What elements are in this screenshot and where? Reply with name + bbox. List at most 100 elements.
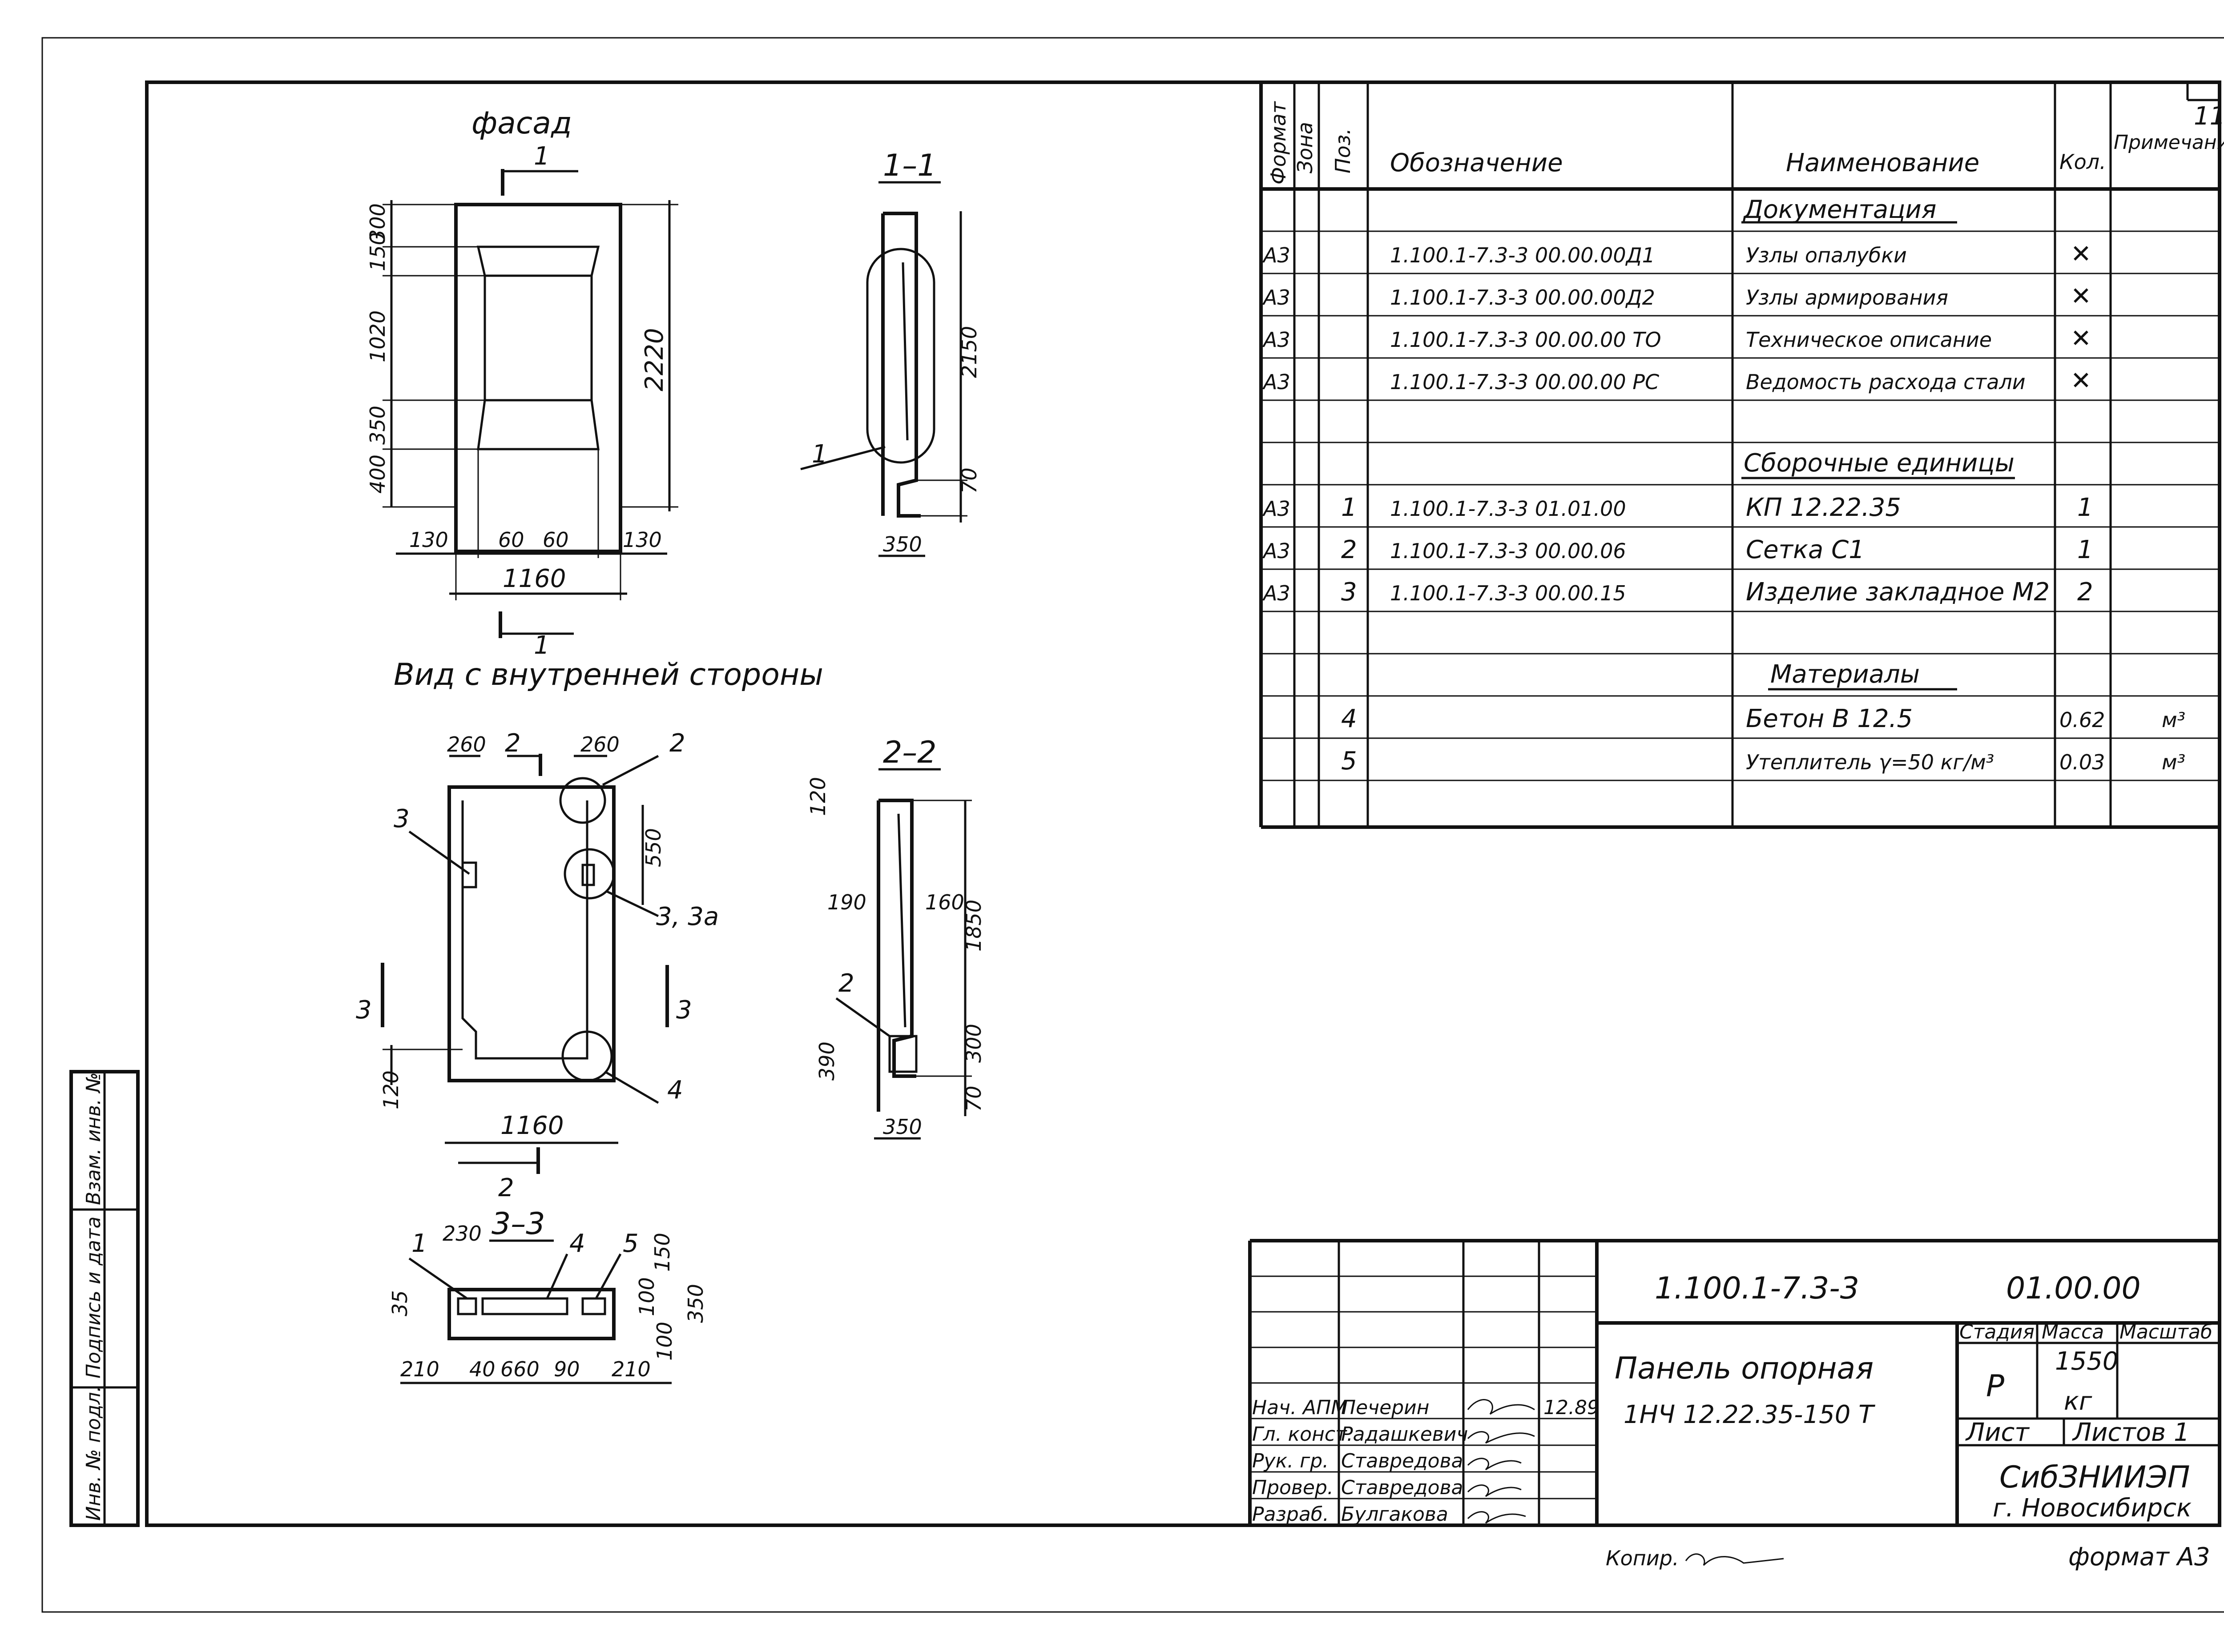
svg-text:3: 3 [1341,578,1357,607]
header-name: Наименование [1786,149,1979,177]
svg-text:Техническое описание: Техническое описание [1746,328,1992,352]
detail-circle-4 [561,1030,613,1082]
svg-text:350: 350 [883,532,922,556]
svg-text:Ставредова: Ставредова [1341,1476,1463,1499]
copy-label: Копир. [1606,1546,1679,1570]
svg-text:35: 35 [388,1290,412,1316]
section-assemblies: Сборочные единицы [1744,449,2014,478]
facade-title: фасад [471,106,572,141]
signature [1467,1431,1535,1444]
facade-window [476,245,600,450]
svg-text:Радашкевич: Радашкевич [1341,1423,1468,1446]
svg-text:А3: А3 [1262,370,1290,394]
svg-text:1.100.1-7.3-3 00.00.06: 1.100.1-7.3-3 00.00.06 [1390,539,1626,563]
svg-text:Лист: Лист [1965,1418,2030,1447]
svg-text:4: 4 [667,1076,683,1105]
svg-text:2: 2 [2077,578,2093,607]
svg-text:Булгакова: Булгакова [1341,1503,1448,1526]
inner-view: 260 2 260 2 3, 3а 4 3 550 3 3 120 1160 2 [356,729,719,1202]
inner-view-title: Вид с внутренней стороны [394,657,823,692]
svg-text:4: 4 [569,1229,585,1258]
svg-text:3: 3 [394,804,410,833]
svg-text:5: 5 [1341,747,1357,776]
svg-text:1160: 1160 [500,1111,564,1140]
svg-text:260: 260 [580,732,620,756]
spec-row-doc: А3 1.100.1-7.3-3 00.00.00 РС Ведомость р… [1262,366,2091,395]
svg-text:1: 1 [2077,535,2093,564]
spec-row-doc: А3 1.100.1-7.3-3 00.00.00Д2 Узлы армиров… [1262,282,2091,311]
spec-row-unit: А3 2 1.100.1-7.3-3 00.00.06 Сетка С1 1 [1262,535,2093,564]
svg-text:А3: А3 [1262,328,1290,352]
svg-text:60: 60 [543,528,569,552]
svg-text:100: 100 [635,1277,659,1316]
svg-text:2: 2 [498,1174,514,1202]
svg-text:1.100.1-7.3-3 01.01.00: 1.100.1-7.3-3 01.01.00 [1390,497,1626,521]
svg-text:Утеплитель γ=50 кг/м³: Утеплитель γ=50 кг/м³ [1746,750,1994,774]
doc-name: Панель опорная [1615,1351,1873,1386]
facade-view: фасад 1 300 150 1020 350 400 2220 130 60… [366,106,823,692]
svg-text:кг: кг [2064,1387,2092,1416]
svg-text:150: 150 [366,232,390,271]
svg-text:Сетка С1: Сетка С1 [1746,535,1865,564]
svg-text:Масса: Масса [2042,1321,2104,1343]
svg-text:3: 3 [676,996,692,1025]
copy-signature [1685,1553,1784,1566]
svg-text:350: 350 [684,1284,708,1323]
svg-text:Изделие закладное М2: Изделие закладное М2 [1746,578,2050,607]
section-2-2: 2–2 120 190 160 1850 390 300 70 2 350 [806,735,986,1140]
spec-row-material: 5 Утеплитель γ=50 кг/м³ 0.03 м³ [1341,747,2185,776]
svg-text:130: 130 [409,528,448,552]
header-zone: Зона [1293,122,1317,173]
svg-text:1.100.1-7.3-3 00.00.00Д2: 1.100.1-7.3-3 00.00.00Д2 [1390,285,1655,309]
svg-text:550: 550 [641,828,665,867]
svg-text:120: 120 [379,1070,403,1109]
signature-row: Гл. конст. Радашкевич [1252,1423,1535,1446]
signature [1467,1458,1522,1471]
detail-circle-3 [564,848,615,900]
svg-text:А3: А3 [1262,497,1290,521]
section-1-1-title: 1–1 [883,148,937,183]
section-documentation: Документация [1742,195,1936,224]
svg-text:210: 210 [400,1357,439,1381]
signature [1467,1399,1535,1415]
spec-row-doc: А3 1.100.1-7.3-3 00.00.00 ТО Техническое… [1262,324,2091,353]
svg-text:160: 160 [925,890,964,914]
svg-text:350: 350 [883,1115,922,1139]
doc-code: 1.100.1-7.3-3 [1655,1271,1859,1306]
inner-outline [447,785,616,1082]
svg-text:100: 100 [653,1322,677,1361]
signature [1467,1484,1522,1497]
title-block: 1.100.1-7.3-3 01.00.00 Панель опорная 1Н… [1248,1239,2220,1526]
svg-text:1020: 1020 [366,310,390,362]
svg-text:2: 2 [1341,535,1357,564]
spec-row-unit: А3 1 1.100.1-7.3-3 01.01.00 КП 12.22.35 … [1262,493,2093,522]
date: 12.89 [1543,1396,1600,1419]
header-designation: Обозначение [1390,149,1563,177]
svg-text:Узлы опалубки: Узлы опалубки [1746,243,1907,267]
svg-text:Гл. конст.: Гл. конст. [1252,1423,1353,1446]
svg-text:1.100.1-7.3-3 00.00.00 РС: 1.100.1-7.3-3 00.00.00 РС [1390,370,1659,394]
svg-text:Провер.: Провер. [1252,1476,1334,1499]
svg-text:Печерин: Печерин [1341,1396,1430,1419]
header-note: Примечание [2114,131,2224,154]
svg-text:0.03: 0.03 [2059,750,2105,774]
format-label: формат А3 [2068,1543,2210,1572]
section-materials: Материалы [1770,660,1920,689]
svg-text:Взам. инв. №: Взам. инв. № [82,1072,105,1205]
svg-text:Узлы армирования: Узлы армирования [1746,285,1948,309]
svg-text:230: 230 [443,1222,482,1246]
header-qty: Кол. [2059,150,2106,174]
svg-text:2: 2 [669,729,685,758]
signature-row: Рук. гр. Ставредова [1252,1450,1522,1472]
svg-text:Нач. АПМ: Нач. АПМ [1252,1396,1348,1419]
svg-text:2150: 2150 [957,326,981,378]
svg-text:4: 4 [1341,704,1357,733]
detail-circle-2 [559,777,606,824]
section-1-1: 1–1 2150 70 350 1 [800,148,981,557]
svg-text:660: 660 [500,1357,540,1381]
doc-mark: 1НЧ 12.22.35-150 Т [1624,1400,1875,1429]
svg-text:1160: 1160 [503,564,566,593]
svg-text:м³: м³ [2162,750,2185,774]
svg-text:0.62: 0.62 [2059,708,2105,732]
